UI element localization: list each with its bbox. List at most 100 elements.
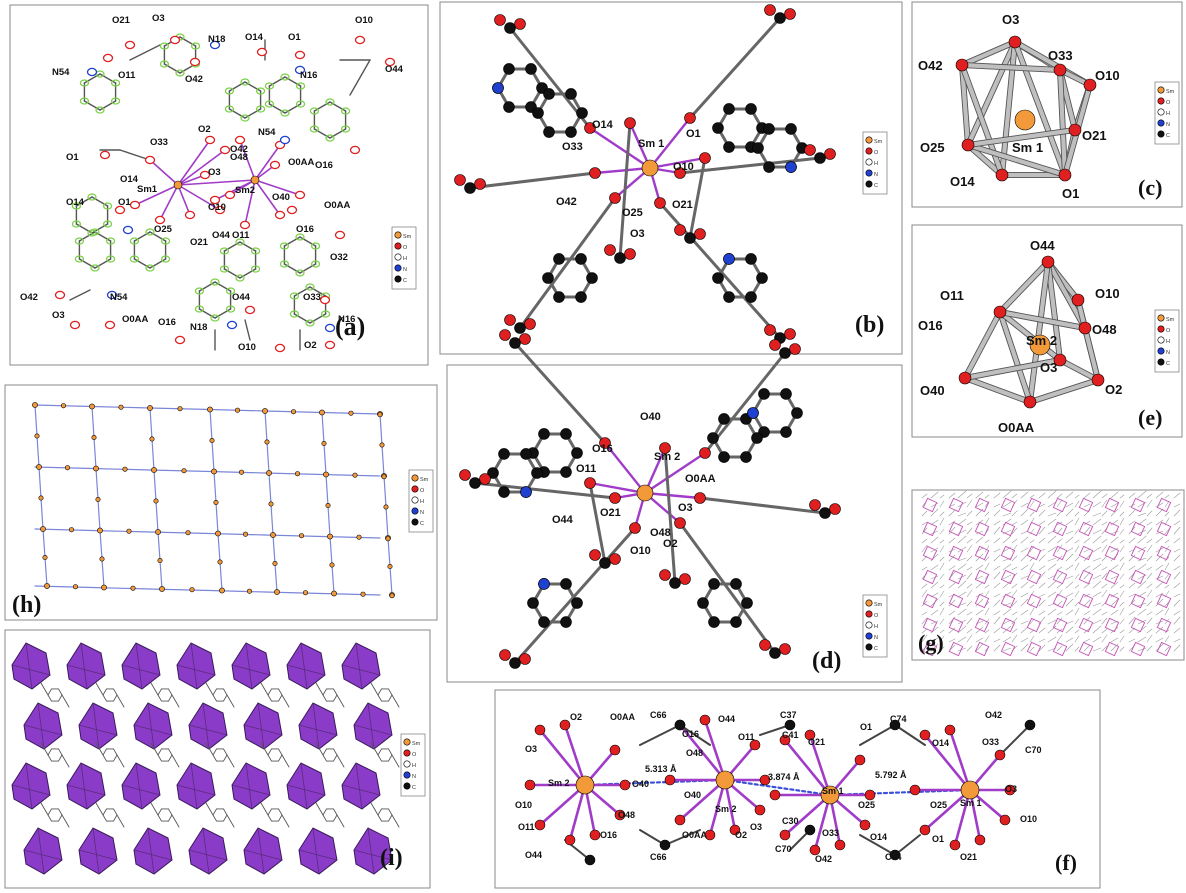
grid-node — [34, 433, 40, 439]
packing-bond — [948, 509, 956, 517]
packing-bond — [1029, 573, 1035, 580]
packing-bond — [1128, 565, 1136, 571]
carbon-ellipsoid — [264, 100, 275, 108]
oxygen-vertex — [1053, 63, 1067, 77]
polyhedron-edge — [965, 142, 1005, 178]
packing-bond — [1137, 563, 1147, 571]
packing-bond — [957, 580, 967, 589]
sm-polyhedron — [1078, 521, 1094, 537]
packing-bond — [1146, 555, 1153, 562]
packing-bond — [1101, 617, 1108, 625]
linker-ring — [388, 754, 393, 762]
sm-polyhedron — [922, 545, 938, 561]
atom-label: O3 — [750, 822, 762, 832]
packing-bond — [1074, 601, 1080, 607]
packing-bond — [966, 538, 973, 544]
packing-bond — [1002, 625, 1012, 634]
packing-bond — [1155, 626, 1164, 634]
packing-bond — [1020, 564, 1029, 571]
atom-label: O2 — [1105, 382, 1122, 397]
oxygen-atom — [679, 573, 691, 585]
linker-bond — [698, 496, 827, 515]
packing-bond — [1155, 502, 1164, 508]
panel-i-tag: (i) — [380, 845, 403, 871]
packing-bond — [1056, 538, 1063, 544]
carbon-atom — [756, 272, 768, 284]
packing-bond — [1173, 548, 1181, 553]
linker-bond — [260, 682, 269, 696]
packing-bond — [993, 509, 1001, 517]
carbon-atom — [504, 22, 516, 34]
atom-label: O0AA — [122, 314, 149, 325]
packing-bond — [993, 571, 1001, 580]
nitrogen-ellipsoid — [279, 135, 291, 145]
atom-label: O2 — [304, 340, 317, 351]
packing-bond — [1155, 491, 1164, 499]
polyhedron-edge — [959, 62, 1005, 178]
atom-label: O1 — [932, 834, 944, 844]
packing-bond — [1011, 589, 1018, 598]
sm-polyhedron — [1052, 569, 1068, 585]
polyhedron-edge — [298, 849, 338, 861]
packing-bond — [1074, 539, 1080, 544]
sm-polyhedron — [1000, 569, 1016, 585]
linker-ring — [278, 814, 283, 822]
carbon-atom — [785, 123, 797, 135]
packing-bond — [1020, 609, 1029, 616]
packing-bond — [1065, 491, 1074, 499]
packing-bond — [1119, 584, 1125, 589]
sm-polyhedron — [1026, 521, 1042, 537]
packing-bond — [1029, 584, 1035, 589]
oxygen-ellipsoid — [334, 230, 346, 240]
carbon-atom — [553, 291, 565, 303]
packing-bond — [1110, 547, 1119, 553]
packing-bond — [975, 564, 984, 571]
carbon-atom — [723, 103, 735, 115]
packing-bond — [984, 562, 990, 571]
packing-bond — [1029, 556, 1035, 562]
packing-bond — [1110, 508, 1119, 517]
atom-label: O21 — [960, 852, 977, 862]
packing-bond — [1173, 537, 1181, 544]
packing-bond — [1038, 503, 1046, 508]
oxygen-ellipsoid — [214, 205, 226, 215]
samarium-center — [1029, 334, 1051, 356]
oxygen-vertex — [955, 58, 969, 72]
atom-label: O25 — [622, 207, 643, 219]
panel-e-tag: (e) — [1138, 405, 1162, 430]
oxygen-atom — [624, 248, 636, 260]
linker-ring — [113, 688, 118, 696]
grid-node — [377, 412, 383, 418]
samarium-1 — [173, 180, 183, 190]
oxygen-atom — [759, 639, 771, 651]
ring-bond — [75, 223, 93, 234]
oxygen-ellipsoid — [294, 50, 306, 60]
oxygen-vertex — [1023, 395, 1037, 409]
packing-bond — [1056, 527, 1063, 535]
grid-node — [272, 560, 278, 566]
linker-ring — [278, 808, 283, 816]
oxygen-atom — [784, 328, 796, 340]
grid-node — [122, 466, 128, 472]
atom-label: O44 — [718, 714, 735, 724]
polyhedron-edge — [1057, 357, 1101, 383]
sm-polyhedron — [922, 641, 938, 657]
atom-label: O44 — [385, 64, 404, 75]
atom-label: O1 — [66, 152, 79, 163]
linker-bond — [205, 682, 214, 696]
oxygen-vertex — [1078, 321, 1092, 335]
carbon-ellipsoid — [309, 125, 320, 133]
linker-ring — [388, 748, 393, 756]
polyhedron-edge — [286, 664, 326, 676]
atom-label: O42 — [918, 58, 943, 73]
sm-polyhedron — [1130, 521, 1146, 537]
oxygen-atom — [864, 789, 876, 801]
atom-label: O16 — [918, 318, 943, 333]
packing-bond — [1110, 598, 1119, 607]
polyhedron-edge — [1027, 377, 1101, 405]
packing-bond — [1173, 526, 1181, 535]
packing-bond — [1038, 638, 1046, 643]
linker-ring — [157, 754, 162, 762]
